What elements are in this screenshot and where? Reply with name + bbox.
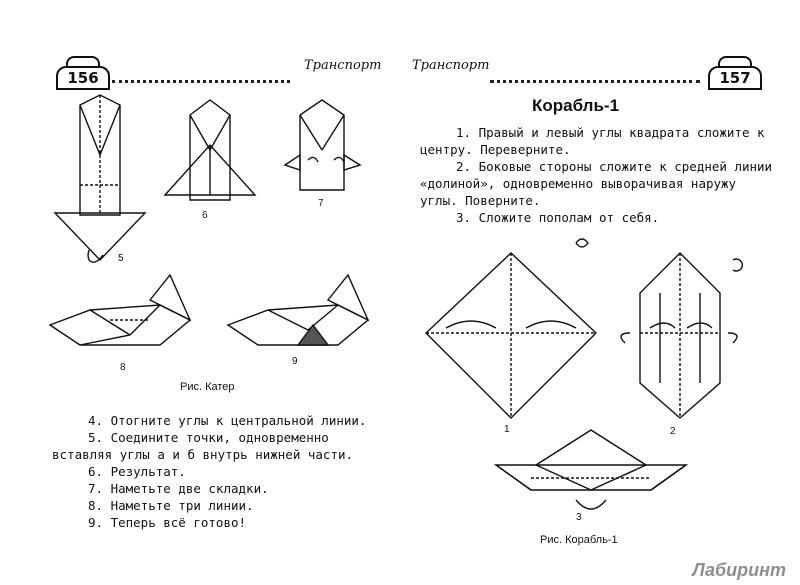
running-head-right: Транспорт: [412, 58, 490, 73]
fig-label-9: 9: [292, 356, 298, 367]
fig-label-1: 1: [504, 424, 510, 435]
left-page: 156 Транспорт 5 6: [48, 56, 382, 531]
fig-label-5: 5: [118, 253, 124, 264]
watermark-logo: Лабиринт: [692, 560, 786, 580]
step-8: 8. Наметьте три линии.: [88, 498, 254, 513]
step-2: 2. Боковые стороны сложите к средней лин…: [420, 159, 773, 208]
header-dotted-rule-left: [112, 80, 290, 83]
fold-diagram-step-7: [283, 99, 362, 191]
steps-list-left: 4. Отогните углы к центральной линии. 5.…: [52, 412, 382, 531]
fig-label-8: 8: [120, 362, 126, 373]
steps-list-right: 1. Правый и левый углы квадрата сложите …: [420, 124, 780, 226]
page-number-right: 157: [708, 56, 762, 90]
page-number-left-text: 156: [67, 69, 99, 87]
step-6: 6. Результат.: [88, 464, 186, 479]
fig-label-7: 7: [318, 198, 324, 209]
fig-label-3: 3: [576, 512, 582, 523]
fold-diagram-step-6: [163, 99, 257, 201]
fig-label-2: 2: [670, 426, 676, 437]
header-dotted-rule-right: [490, 80, 700, 83]
page-number-left: 156: [56, 56, 110, 90]
right-page: Транспорт 157 Корабль-1 1. Правый и левы…: [400, 0, 800, 585]
running-head-left: Транспорт: [304, 58, 382, 73]
fold-diagram-step-2: [620, 252, 743, 419]
fold-diagram-step-8: [48, 273, 192, 346]
figure-caption-left: Рис. Катер: [180, 381, 235, 393]
fold-diagram-step-1: [424, 238, 598, 419]
page-tab-decoration: [66, 56, 100, 66]
step-4: 4. Отогните углы к центральной линии.: [88, 413, 367, 428]
page-tab-decoration: [718, 56, 752, 66]
fig-label-6: 6: [202, 210, 208, 221]
fold-diagram-step-9: [226, 273, 370, 346]
figure-caption-right: Рис. Корабль-1: [540, 534, 618, 546]
fold-diagram-step-5: [53, 94, 147, 263]
step-1: 1. Правый и левый углы квадрата сложите …: [420, 125, 765, 157]
step-9: 9. Теперь всё готово!: [88, 515, 247, 530]
fold-diagram-step-3: [493, 429, 689, 510]
step-7: 7. Наметьте две складки.: [88, 481, 269, 496]
section-title: Корабль-1: [532, 96, 620, 115]
step-3: 3. Сложите пополам от себя.: [456, 210, 660, 225]
page-number-right-text: 157: [719, 69, 751, 87]
step-5: 5. Соедините точки, одновременно вставля…: [52, 430, 354, 462]
